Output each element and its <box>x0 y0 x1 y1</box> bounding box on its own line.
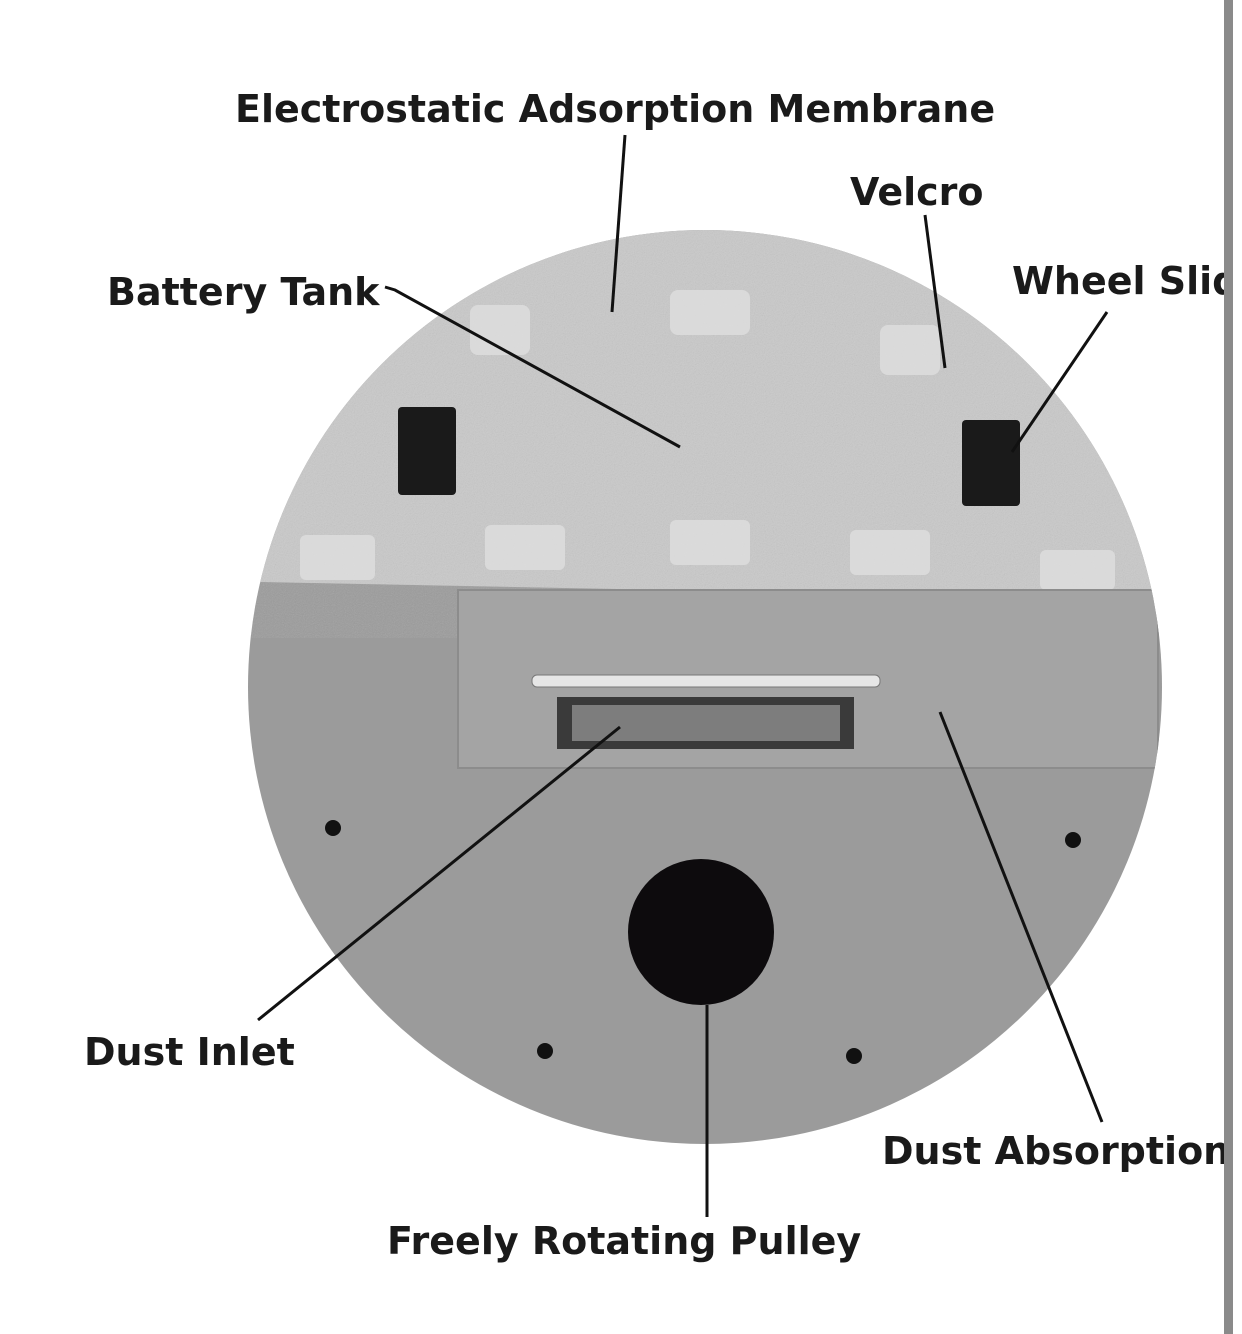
left-wheel <box>398 407 456 495</box>
callout-lines <box>257 134 1109 1217</box>
label-velcro: Velcro <box>850 170 984 214</box>
inlet-rail <box>531 674 881 688</box>
label-battery-tank: Battery Tank <box>107 270 380 314</box>
label-pulley: Freely Rotating Pulley <box>387 1219 861 1263</box>
right-edge-bar <box>1224 0 1233 1334</box>
right-margin <box>1233 0 1242 1334</box>
velcro-patches <box>300 290 1115 590</box>
label-dust-absorption: Dust Absorption <box>882 1129 1230 1173</box>
dust-inlet-inner <box>572 705 840 741</box>
rotating-pulley <box>628 859 774 1005</box>
vacuum-body <box>248 230 1162 1144</box>
label-membrane: Electrostatic Adsorption Membrane <box>235 87 995 131</box>
right-wheel <box>962 420 1020 506</box>
label-wheel-slide: Wheel Slide <box>1012 259 1242 303</box>
screw-holes <box>325 820 1081 1064</box>
label-dust-inlet: Dust Inlet <box>84 1030 295 1074</box>
